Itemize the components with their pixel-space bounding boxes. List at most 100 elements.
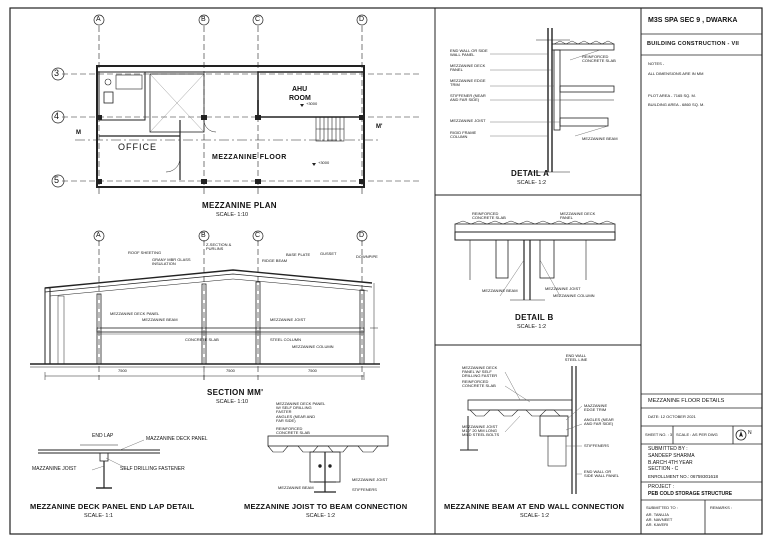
tb-faculty-1: AR. TANUJA (646, 512, 669, 517)
section-dim-1: 7500 (118, 368, 127, 373)
plan-grid (62, 26, 420, 195)
sheet-border (9, 7, 763, 535)
detail-b-scale: SCALE- 1:2 (517, 324, 547, 330)
joist-scale: SCALE- 1:2 (306, 513, 336, 519)
section-title: SECTION MM' (207, 388, 264, 397)
section-grid-d: D (359, 232, 365, 239)
end-lap-detail (38, 444, 160, 489)
plan-grid-c: C (255, 16, 261, 23)
detail-a-label-beam: MEZZANINE BEAM (582, 136, 618, 141)
endwall-title: MEZZANINE BEAM AT END WALL CONNECTION (444, 502, 625, 511)
section-note-gusset: GUSSET (320, 251, 337, 256)
room-ahu-2: ROOM (289, 95, 311, 102)
lap-scale: SCALE- 1:1 (84, 513, 114, 519)
plan-row-4: 4 (54, 111, 60, 121)
detail-a-label-joist: MEZZANINE JOIST (450, 118, 486, 123)
section-note-insulation: GRANY MBR GLASS INSULATION (152, 257, 191, 266)
section-note-base: BASE PLATE (286, 252, 311, 257)
endwall-label-stiffeners: STIFFENERS (584, 443, 609, 448)
tb-notes-label: NOTES - (648, 61, 665, 66)
lap-label-fastener: SELF DRILLING FASTENER (120, 466, 185, 472)
joist-label-beam: MEZZANINE BEAM (278, 485, 314, 490)
detail-b (454, 220, 616, 301)
plan-grid-b: B (201, 16, 206, 23)
tb-subject: BUILDING CONSTRUCTION - VII (647, 41, 740, 47)
detail-a-scale: SCALE- 1:2 (517, 180, 547, 186)
level-mark-1: +3000 (306, 101, 318, 106)
tb-course: B.ARCH 4TH YEAR (648, 460, 693, 466)
plan-row-5: 5 (54, 175, 60, 185)
tb-project-label: PROJECT : (648, 484, 675, 490)
endwall-label-joist: MEZZANINE JOIST M10" 20 MM LONG MILD STE… (462, 424, 500, 437)
endwall-label-top: END WALL STEEL LINE (564, 353, 588, 362)
section-inner-beam: MEZZANINE BEAM (142, 317, 178, 322)
endwall-label-angles: ANGLES (NEAR AND FAR SIDE) (584, 417, 614, 426)
mezzanine-plan (51, 14, 420, 195)
section-inner-joist: MEZZANINE JOIST (270, 317, 306, 322)
plan-title: MEZZANINE PLAN (202, 201, 277, 210)
tb-building-area: BUILDING AREA - 6860 SQ. M. (648, 102, 705, 107)
end-wall-detail (460, 366, 577, 494)
titleblock-lines (641, 33, 762, 534)
tb-submitted-to: SUBMITTED TO : (646, 505, 678, 510)
joist-label-deck: MEZZANINE DECK PANEL W/ SELF DRILLING FA… (276, 401, 326, 414)
staircase (315, 116, 345, 142)
north-arrow-pointer (739, 431, 743, 437)
detail-b-label-beam: MEZZANINE BEAM (482, 288, 518, 293)
section-mm (30, 230, 380, 380)
tb-sheet-no: SHEET NO. : 3 (645, 432, 673, 437)
room-ahu: AHU (292, 86, 308, 93)
tb-note-1: ALL DIMENSIONS ARE IN MM (648, 71, 704, 76)
tb-submitted-by: SUBMITTED BY : (648, 446, 688, 452)
tb-plot-area: PLOT AREA - 7165 SQ. M. (648, 93, 696, 98)
tb-faculty-2: AR. NAVNEET (646, 517, 673, 522)
section-note-ridge: RIDGE BEAM (262, 258, 288, 263)
section-note-roof: ROOF SHEETING (128, 250, 162, 255)
section-dim-2: 7500 (226, 368, 235, 373)
tb-scale: SCALE : AS PER DWG (676, 432, 718, 437)
joist-title: MEZZANINE JOIST TO BEAM CONNECTION (244, 502, 408, 511)
detail-a-label-wall: END WALL OR SIDE WALL PANEL (450, 48, 488, 57)
section-dim-3: 7500 (308, 368, 317, 373)
section-mark-m: M (76, 130, 81, 136)
tb-remarks: REMARKS : (710, 505, 733, 510)
section-scale: SCALE- 1:10 (216, 399, 249, 405)
tb-date: DATE: 12 OCTOBER 2021 (648, 414, 696, 419)
tb-section: SECTION - C (648, 466, 679, 472)
north-arrow-icon (735, 429, 747, 441)
detail-a-label-slab: REINFORCED CONCRETE SLAB (582, 54, 616, 63)
section-inner-deck: MEZZANINE DECK PANEL (110, 311, 160, 316)
detail-b-label-deck: MEZZANINE DECK PANEL (560, 211, 596, 220)
lap-label-joist: MAZZANINE JOIST (32, 466, 77, 472)
section-grid-a: A (96, 232, 101, 239)
plan-scale: SCALE- 1:10 (216, 212, 249, 218)
endwall-scale: SCALE- 1:2 (520, 513, 550, 519)
section-inner-column: STEEL COLUMN (270, 337, 301, 342)
section-inner-slab: CONCRETE SLAB (185, 337, 219, 342)
section-grid-b: B (201, 232, 206, 239)
detail-a-label-trim: MEZZANINE EDGE TRIM (450, 78, 486, 87)
detail-b-title: DETAIL B (515, 313, 554, 322)
endwall-label-slab: REINFORCED CONCRETE SLAB (462, 379, 496, 388)
plan-row-3: 3 (54, 68, 60, 78)
lap-label-deck: MAZZANINE DECK PANEL (146, 436, 208, 442)
level-mark-2: +3000 (318, 160, 330, 165)
room-office: OFFICE (118, 142, 157, 152)
plan-grid-d: D (359, 16, 365, 23)
lap-title: MEZZANINE DECK PANEL END LAP DETAIL (30, 502, 195, 511)
tb-enrollment: ENROLLMENT NO.: 06759301618 (648, 474, 718, 479)
tb-project-name: PEB COLD STORAGE STRUCTURE (648, 491, 733, 497)
joist-label-stiffeners: STIFFENERS (352, 487, 377, 492)
endwall-label-deck: MEZZANINE DECK PANEL W/ SELF DRILLING FA… (462, 365, 498, 378)
section-mark-m-prime: M' (376, 124, 383, 130)
room-mezzanine: MEZZANINE FLOOR (212, 154, 287, 161)
detail-b-label-slab: REINFORCED CONCRETE SLAB (472, 211, 506, 220)
leader-lines (91, 49, 609, 475)
endwall-label-wall: END WALL OR SIDE WALL PANEL (584, 469, 619, 478)
tb-student: SANDEEP SHARMA (648, 453, 695, 459)
detail-a-label-stiffener: STIFFENER (NEAR AND FAR SIDE) (450, 93, 486, 102)
section-note-purlins: Z-SECTION & PURLINS (206, 242, 232, 251)
endwall-label-trim: MAZZANINE EDGE TRIM (584, 403, 608, 412)
detail-b-label-column: MEZZANINE COLUMN (553, 293, 595, 298)
